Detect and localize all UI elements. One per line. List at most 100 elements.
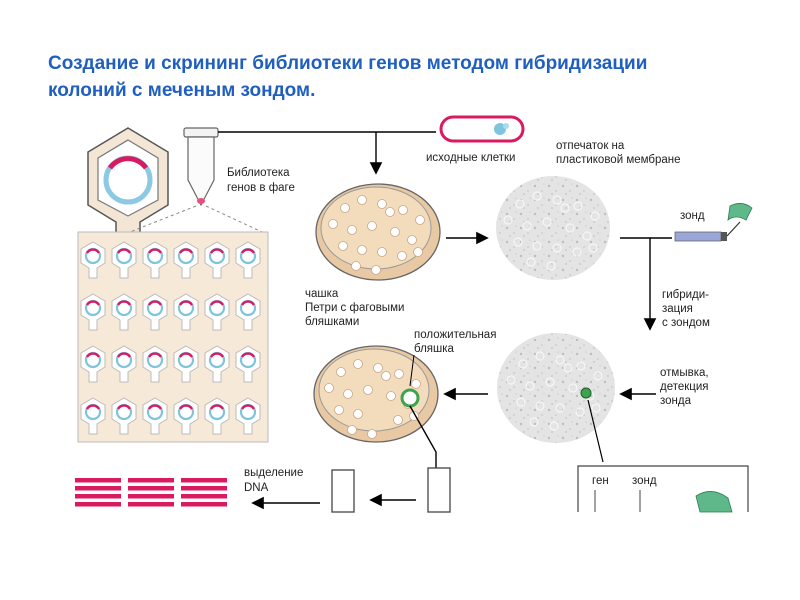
- dna-bands: [75, 478, 227, 507]
- plaque: [324, 383, 334, 393]
- page-title: Создание и скрининг библиотеки генов мет…: [48, 50, 768, 104]
- hybridization-label-3: с зондом: [662, 317, 710, 329]
- dna-band: [128, 478, 174, 483]
- plaque: [340, 203, 350, 213]
- phage-grid: [80, 241, 261, 435]
- probe-bar: [674, 231, 722, 242]
- title-line-1: Создание и скрининг библиотеки генов мет…: [48, 53, 648, 74]
- mini-phage-icon: [80, 293, 106, 331]
- dna-band: [181, 502, 227, 507]
- mini-phage-icon: [235, 397, 261, 435]
- mini-phage-icon: [111, 345, 137, 383]
- dna-band: [75, 494, 121, 499]
- initial-cells-label: исходные клетки: [426, 152, 515, 164]
- tube-right: [427, 467, 451, 513]
- dna-band: [128, 502, 174, 507]
- probe-label: зонд: [680, 210, 705, 222]
- plaque: [411, 379, 421, 389]
- mini-phage-icon: [111, 397, 137, 435]
- mini-phage-icon: [204, 241, 230, 279]
- mini-phage-icon: [111, 241, 137, 279]
- mini-phage-icon: [173, 345, 199, 383]
- mini-phage-icon: [142, 241, 168, 279]
- petri-dish-2: [313, 345, 439, 443]
- library-label-2: генов в фаге: [227, 182, 295, 194]
- library-label-1: Библиотека: [227, 167, 290, 179]
- plaque: [385, 207, 395, 217]
- petri-label-3: бляшками: [305, 316, 359, 328]
- mini-phage-icon: [80, 345, 106, 383]
- dna-label-2: DNA: [244, 482, 269, 494]
- initial-cells-tube: [439, 115, 525, 143]
- plaque: [347, 425, 357, 435]
- tube-middle: [331, 469, 355, 513]
- plaque: [357, 245, 367, 255]
- plaque: [394, 369, 404, 379]
- dna-band: [181, 486, 227, 491]
- flag-icon-bottom: [695, 491, 733, 513]
- plaque: [386, 391, 396, 401]
- mini-phage-icon: [235, 241, 261, 279]
- imprint-label-2: пластиковой мембране: [556, 154, 681, 166]
- mini-phage-icon: [173, 397, 199, 435]
- mini-phage-icon: [173, 293, 199, 331]
- plaque: [377, 199, 387, 209]
- plaque: [351, 261, 361, 271]
- hybridization-label-2: зация: [662, 303, 693, 315]
- plaque: [336, 367, 346, 377]
- plaque: [334, 405, 344, 415]
- mini-phage-icon: [173, 241, 199, 279]
- wash-label-3: зонда: [660, 395, 692, 407]
- plaque: [357, 195, 367, 205]
- positive-plaque-label-1: положительная: [414, 329, 496, 341]
- plaque: [371, 265, 381, 275]
- positive-signal: [580, 387, 592, 399]
- plaque: [381, 371, 391, 381]
- dna-band: [181, 478, 227, 483]
- insert-segment: [107, 156, 149, 170]
- plaque: [415, 215, 425, 225]
- plaque: [413, 247, 423, 257]
- dna-band: [75, 502, 121, 507]
- tube-icon: [183, 127, 219, 207]
- plaque: [390, 227, 400, 237]
- dna-label-1: выделение: [244, 467, 303, 479]
- plaque: [397, 251, 407, 261]
- dna-band: [128, 486, 174, 491]
- petri-dish-1: [315, 183, 441, 281]
- plaque: [398, 205, 408, 215]
- positive-plaque: [400, 388, 420, 408]
- plaque: [373, 363, 383, 373]
- mini-phage-icon: [111, 293, 137, 331]
- membrane-imprint: [496, 176, 610, 280]
- membrane-hybridized: [497, 333, 615, 443]
- dna-band: [128, 494, 174, 499]
- mini-phage-icon: [204, 397, 230, 435]
- plaque: [367, 221, 377, 231]
- plaque: [353, 409, 363, 419]
- mini-phage-icon: [142, 293, 168, 331]
- plaque: [407, 235, 417, 245]
- dna-band: [75, 486, 121, 491]
- mini-phage-icon: [80, 397, 106, 435]
- plaque: [328, 219, 338, 229]
- plaque: [393, 415, 403, 425]
- mini-phage-icon: [142, 397, 168, 435]
- title-line-2: колоний с меченым зондом.: [48, 80, 316, 101]
- gene-label: ген: [592, 475, 609, 487]
- wash-label-1: отмывка,: [660, 367, 709, 379]
- plaque: [338, 241, 348, 251]
- gene-probe-box: [577, 465, 749, 512]
- wash-label-2: детекция: [660, 381, 709, 393]
- mini-phage-icon: [235, 345, 261, 383]
- petri-label-2: Петри с фаговыми: [305, 302, 404, 314]
- dna-band: [75, 478, 121, 483]
- mini-phage-icon: [204, 293, 230, 331]
- positive-plaque-label-2: бляшка: [414, 343, 455, 355]
- dna-band: [181, 494, 227, 499]
- petri-label-1: чашка: [305, 288, 339, 300]
- plaque: [377, 247, 387, 257]
- plaque: [347, 225, 357, 235]
- mini-phage-icon: [142, 345, 168, 383]
